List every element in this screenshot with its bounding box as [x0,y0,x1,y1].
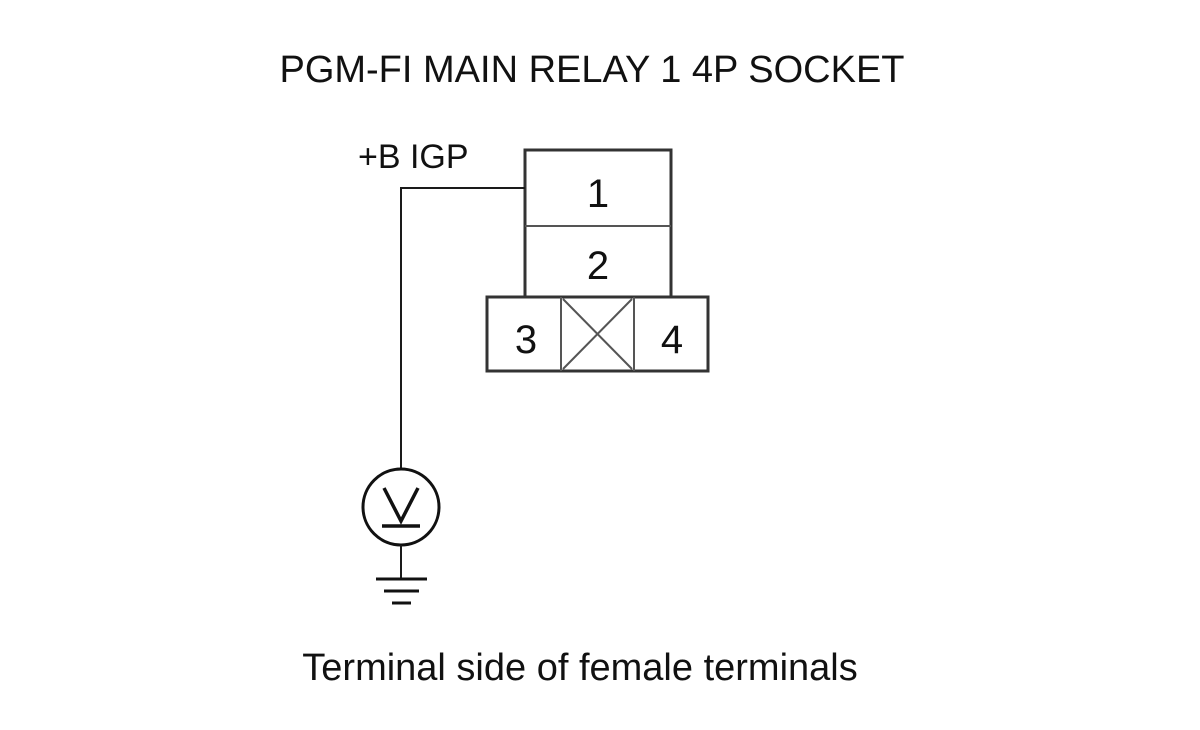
voltmeter-icon [361,467,441,547]
terminal-number-2: 2 [587,244,609,288]
diagram-caption: Terminal side of female terminals [302,647,857,689]
ground-symbol-icon [376,577,427,605]
terminal-number-3: 3 [515,318,537,362]
probe-wire [400,187,525,468]
blank-cavity-x-mark [562,298,633,370]
connector-upper-body [523,148,673,300]
terminal-number-1: 1 [587,172,609,216]
diagram-title: PGM-FI MAIN RELAY 1 4P SOCKET [279,49,904,91]
terminal-number-4: 4 [661,318,683,362]
connector-4p: 1 2 3 4 [485,148,710,373]
wire-label: +B IGP [358,138,469,176]
